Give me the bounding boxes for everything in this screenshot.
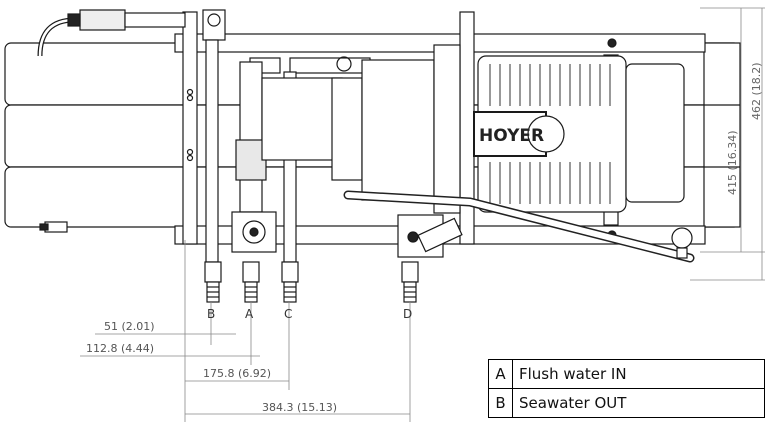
legend-label: Seawater OUT — [512, 388, 765, 418]
motor-brand-label: HOYER — [479, 126, 544, 146]
outlet-fitting-a — [242, 261, 260, 303]
dimension-462: 462 (18.2) — [750, 62, 763, 120]
port-legend-table: A Flush water IN B Seawater OUT — [488, 359, 765, 418]
legend-row: B Seawater OUT — [488, 388, 765, 418]
legend-row: A Flush water IN — [488, 359, 765, 389]
port-label-b: B — [207, 307, 215, 321]
motor — [473, 55, 685, 213]
left-fitting — [39, 221, 68, 233]
dimension-384-3: 384.3 (15.13) — [262, 401, 337, 414]
outlet-fitting-d — [401, 261, 419, 303]
dimension-51: 51 (2.01) — [104, 320, 155, 333]
port-label-d: D — [403, 307, 412, 321]
outlet-fitting-b — [204, 261, 222, 303]
outlet-fittings — [204, 261, 419, 303]
dimension-415: 415 (16.34) — [726, 130, 739, 195]
manifold-block — [397, 214, 463, 258]
outlet-fitting-c — [281, 261, 299, 303]
drain-hose — [343, 190, 695, 263]
dimension-175-8: 175.8 (6.92) — [203, 367, 271, 380]
port-label-c: C — [284, 307, 292, 321]
port-label-a: A — [245, 307, 254, 321]
flush-valve — [231, 61, 277, 253]
dimension-112-8: 112.8 (4.44) — [86, 342, 154, 355]
legend-label: Flush water IN — [512, 359, 765, 389]
side-valve — [671, 227, 693, 259]
pump — [261, 44, 461, 214]
legend-code: A — [488, 359, 513, 389]
dimension-lines — [80, 7, 765, 422]
legend-code: B — [488, 388, 513, 418]
